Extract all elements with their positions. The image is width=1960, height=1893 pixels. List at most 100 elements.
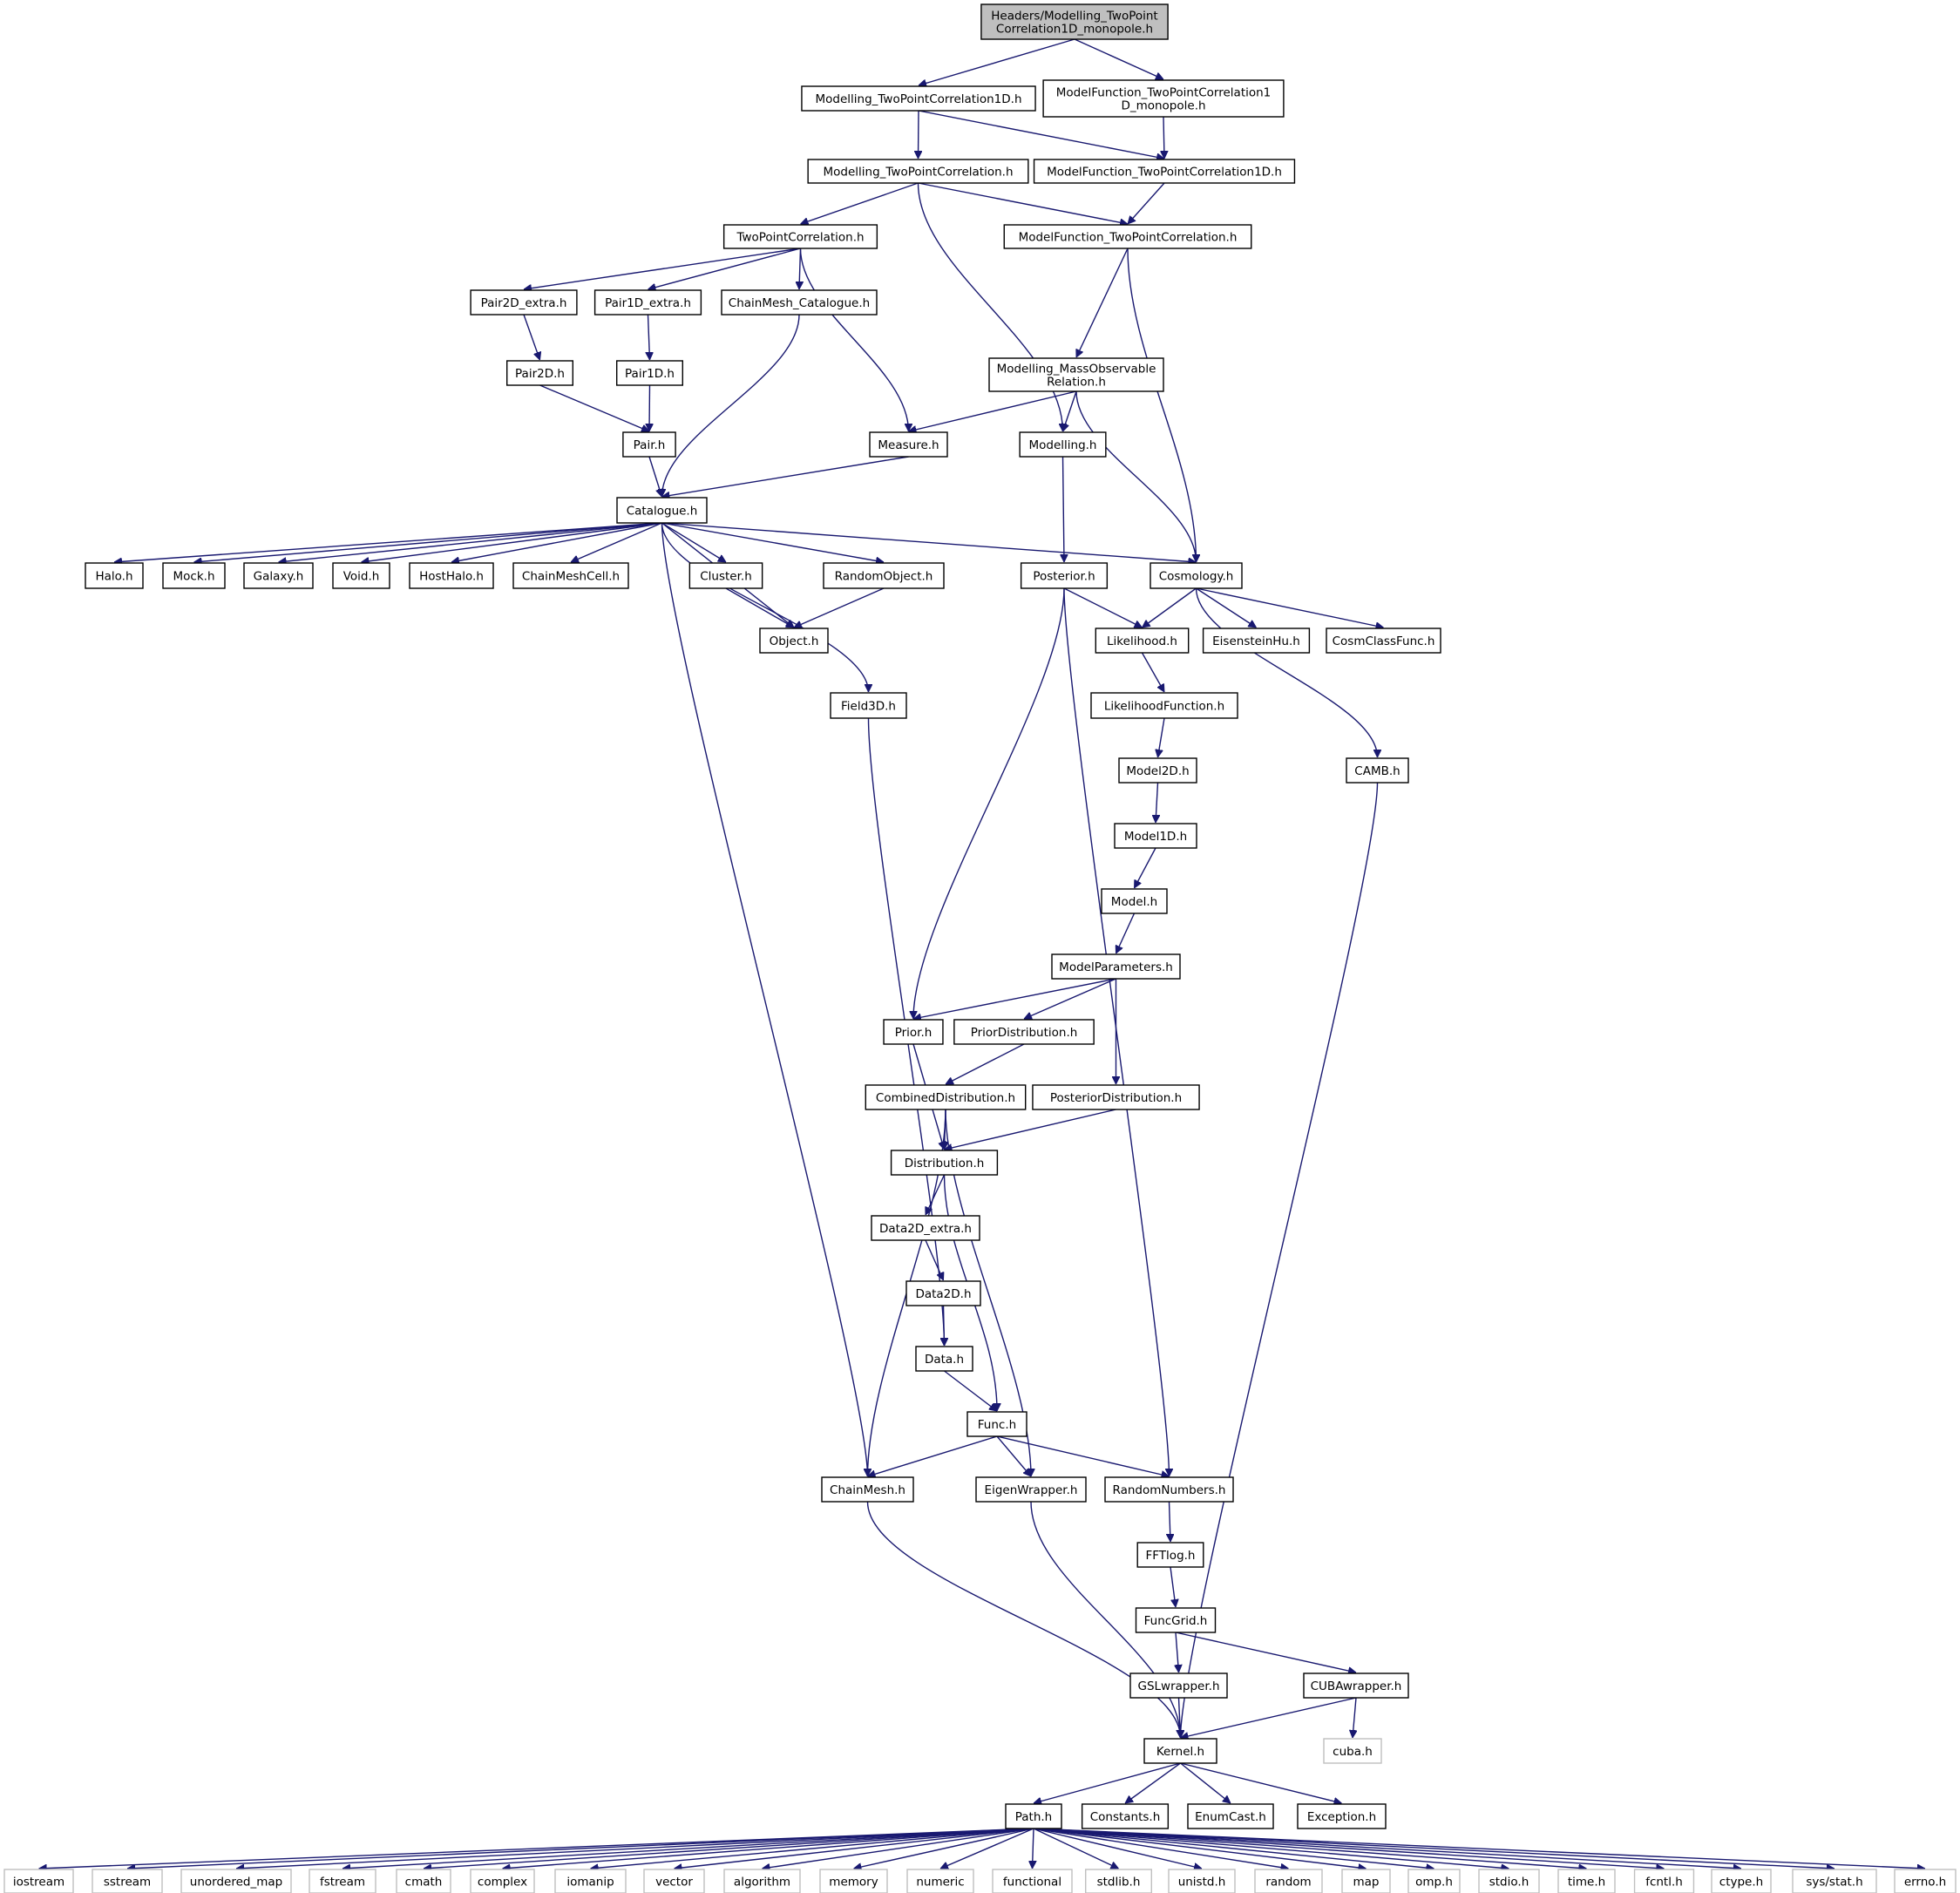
node-cluster[interactable]: Cluster.h: [688, 562, 763, 589]
node-mf2pc[interactable]: ModelFunction_TwoPointCorrelation.h: [1003, 224, 1252, 249]
node-kernel[interactable]: Kernel.h: [1143, 1738, 1217, 1764]
node-iomanip: iomanip: [554, 1869, 627, 1893]
node-constants[interactable]: Constants.h: [1081, 1803, 1170, 1829]
node-label: Pair2D_extra.h: [481, 296, 567, 310]
node-mock[interactable]: Mock.h: [162, 562, 226, 589]
edge-path-to-memory: [854, 1828, 1034, 1869]
node-cosmology[interactable]: Cosmology.h: [1150, 562, 1243, 589]
node-field3d[interactable]: Field3D.h: [830, 692, 907, 719]
node-catalogue[interactable]: Catalogue.h: [616, 497, 708, 524]
node-randnum[interactable]: RandomNumbers.h: [1104, 1476, 1234, 1503]
node-measure[interactable]: Measure.h: [869, 431, 948, 458]
edge-path-to-omp: [1033, 1828, 1434, 1869]
node-chainmesh[interactable]: ChainMesh.h: [821, 1476, 914, 1503]
edge-path-to-random: [1033, 1828, 1289, 1869]
edge-cluster-to-object: [725, 587, 794, 628]
edge-mmo-to-modelling: [1063, 390, 1077, 431]
edge-funcgrid-to-gsl: [1176, 1632, 1179, 1672]
node-mparams[interactable]: ModelParameters.h: [1051, 953, 1181, 980]
node-cuba_w[interactable]: CUBAwrapper.h: [1303, 1672, 1409, 1699]
node-label: Model.h: [1111, 895, 1157, 909]
node-prior[interactable]: Prior.h: [883, 1019, 944, 1045]
node-box: [180, 1869, 292, 1893]
node-p2dx[interactable]: Pair2D_extra.h: [470, 289, 578, 316]
edge-catalogue-to-cosmology: [661, 522, 1197, 562]
node-funcgrid[interactable]: FuncGrid.h: [1135, 1607, 1217, 1633]
node-lf[interactable]: LikelihoodFunction.h: [1090, 692, 1238, 719]
node-box: [1633, 1869, 1695, 1893]
node-priordist[interactable]: PriorDistribution.h: [953, 1019, 1095, 1045]
node-root[interactable]: Headers/Modelling_TwoPointCorrelation1D_…: [980, 3, 1169, 40]
edge-data-to-func: [944, 1370, 998, 1411]
node-label: ModelFunction_TwoPointCorrelation.h: [1019, 231, 1238, 245]
edge-model2d-to-model1d: [1156, 782, 1158, 823]
node-mf2pc1dmono[interactable]: ModelFunction_TwoPointCorrelation1D_mono…: [1042, 79, 1285, 118]
node-map: map: [1341, 1869, 1391, 1893]
node-path[interactable]: Path.h: [1005, 1803, 1062, 1829]
node-pair[interactable]: Pair.h: [622, 431, 676, 458]
node-numeric: numeric: [906, 1869, 974, 1893]
node-enumcast[interactable]: EnumCast.h: [1187, 1803, 1274, 1829]
node-label: CAMB.h: [1354, 764, 1400, 778]
node-p2d[interactable]: Pair2D.h: [506, 360, 574, 386]
node-tpc[interactable]: TwoPointCorrelation.h: [722, 224, 878, 249]
node-model[interactable]: Model.h: [1101, 888, 1168, 914]
node-label: Pair1D.h: [625, 367, 675, 381]
edge-catalogue-to-galaxy: [279, 522, 662, 562]
node-m2pc1d[interactable]: Modelling_TwoPointCorrelation1D.h: [801, 85, 1036, 112]
node-box: [1090, 692, 1238, 719]
node-func[interactable]: Func.h: [966, 1411, 1027, 1437]
node-eigen[interactable]: EigenWrapper.h: [975, 1476, 1087, 1503]
node-box: [890, 1150, 999, 1176]
node-label: vector: [655, 1876, 693, 1890]
node-object[interactable]: Object.h: [759, 628, 829, 654]
node-data[interactable]: Data.h: [915, 1346, 973, 1372]
node-stdio: stdio.h: [1478, 1869, 1540, 1893]
node-box: [1297, 1803, 1387, 1829]
node-label: complex: [478, 1876, 527, 1890]
node-eh[interactable]: EisensteinHu.h: [1202, 628, 1311, 654]
node-box: [759, 628, 829, 654]
node-void[interactable]: Void.h: [332, 562, 390, 589]
node-label: Prior.h: [895, 1026, 933, 1040]
node-label: Catalogue.h: [627, 505, 698, 519]
node-galaxy[interactable]: Galaxy.h: [243, 562, 314, 589]
node-box: [906, 1869, 974, 1893]
node-d2dx[interactable]: Data2D_extra.h: [871, 1215, 980, 1241]
node-box: [988, 357, 1164, 392]
node-exception[interactable]: Exception.h: [1297, 1803, 1387, 1829]
node-halo[interactable]: Halo.h: [85, 562, 144, 589]
edge-kernel-to-enumcast: [1180, 1762, 1231, 1803]
node-algorithm: algorithm: [723, 1869, 801, 1893]
node-cmcell[interactable]: ChainMeshCell.h: [512, 562, 629, 589]
node-box: [1135, 1607, 1217, 1633]
node-box: [616, 360, 684, 386]
node-label: Void.h: [343, 570, 380, 584]
node-fftlog[interactable]: FFTlog.h: [1136, 1542, 1204, 1568]
node-d2d[interactable]: Data2D.h: [905, 1280, 981, 1306]
node-model1d[interactable]: Model1D.h: [1114, 823, 1197, 849]
node-p1dx[interactable]: Pair1D_extra.h: [593, 289, 702, 316]
node-mf2pc1d[interactable]: ModelFunction_TwoPointCorrelation1D.h: [1033, 159, 1296, 184]
node-hosthalo[interactable]: HostHalo.h: [409, 562, 494, 589]
edge-catalogue-to-hosthalo: [451, 522, 662, 562]
node-camb[interactable]: CAMB.h: [1346, 757, 1409, 784]
node-likelihood[interactable]: Likelihood.h: [1095, 628, 1190, 654]
node-label: Pair2D.h: [515, 367, 565, 381]
node-ccf[interactable]: CosmClassFunc.h: [1326, 628, 1441, 654]
node-label: functional: [1003, 1876, 1061, 1890]
node-combdist[interactable]: CombinedDistribution.h: [865, 1084, 1027, 1110]
node-m2pc[interactable]: Modelling_TwoPointCorrelation.h: [807, 159, 1029, 184]
node-gsl[interactable]: GSLwrapper.h: [1129, 1672, 1228, 1699]
node-model2d[interactable]: Model2D.h: [1118, 757, 1197, 784]
node-dist[interactable]: Distribution.h: [890, 1150, 999, 1176]
node-modelling[interactable]: Modelling.h: [1019, 431, 1107, 458]
node-randobj[interactable]: RandomObject.h: [823, 562, 945, 589]
node-label: unistd.h: [1178, 1876, 1226, 1890]
node-p1d[interactable]: Pair1D.h: [616, 360, 684, 386]
node-postdist[interactable]: PosteriorDistribution.h: [1032, 1084, 1200, 1110]
node-cmcat[interactable]: ChainMesh_Catalogue.h: [721, 289, 878, 316]
node-box: [85, 562, 144, 589]
node-posterior[interactable]: Posterior.h: [1020, 562, 1109, 589]
